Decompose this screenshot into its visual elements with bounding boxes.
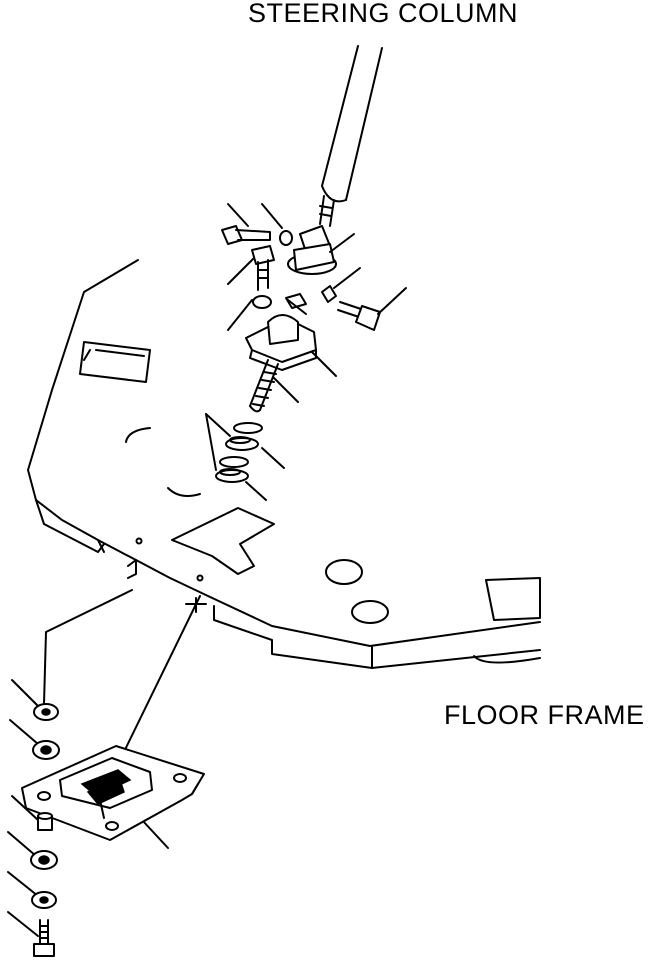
lower-fasteners xyxy=(30,703,60,957)
steering-column-shaft xyxy=(319,45,383,227)
o-rings xyxy=(215,422,263,483)
column-bracket xyxy=(245,314,317,371)
spline-shaft xyxy=(249,359,279,413)
floor-frame xyxy=(27,259,541,669)
floor-frame-label: FLOOR FRAME xyxy=(444,700,645,730)
leader-lines xyxy=(7,203,407,937)
lower-mount xyxy=(21,745,205,841)
upper-fasteners xyxy=(221,225,381,331)
steering-column-label: STEERING COLUMN xyxy=(248,0,519,28)
